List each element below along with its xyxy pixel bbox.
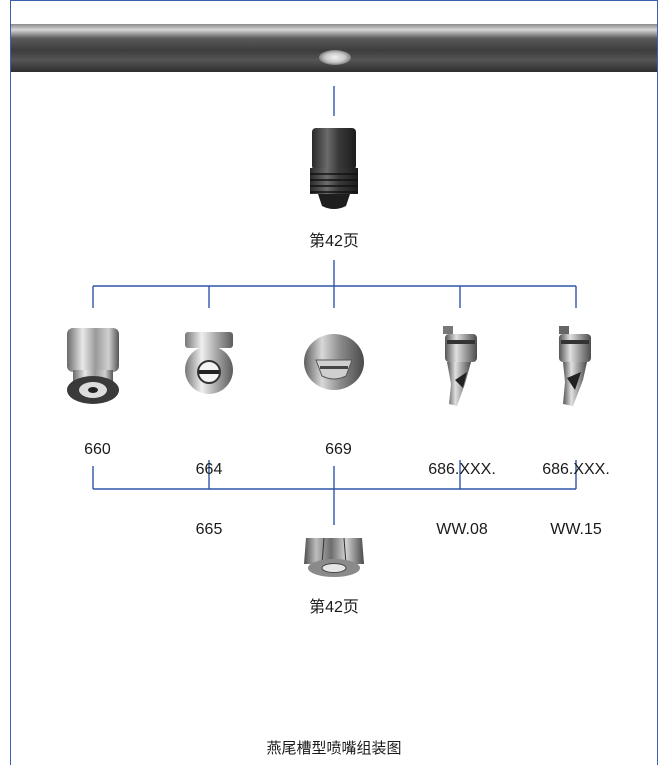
nozzle-686-15-suffix: WW.15 [534,520,618,540]
nozzle-665-code: 665 [174,520,244,540]
dovetail-nozzle-icon [551,322,597,412]
round-nozzle-icon [63,324,123,408]
diagram-caption: 燕尾槽型喷嘴组装图 [0,737,668,758]
nozzle-669-label: 669 [299,420,369,460]
nozzle-686-08-label: 686.XXX. WW.08 [420,420,504,560]
dovetail-nozzle-icon [437,322,483,412]
nozzle-660-label: 660 [58,420,128,460]
nozzle-686-08-suffix: WW.08 [420,520,504,540]
cap-nut-icon [300,530,368,580]
nozzle-686-08-code: 686.XXX. [420,460,504,480]
nozzle-664-code: 664 [174,460,244,480]
nozzle-664-label: 664 665 [174,420,244,560]
top-page-ref: 第42页 [294,232,374,252]
nozzle-660-code: 660 [84,441,111,458]
bottom-page-ref: 第42页 [294,598,374,618]
flat-nozzle-icon [181,330,237,396]
nozzle-686-15-label: 686.XXX. WW.15 [534,420,618,560]
adapter-icon [306,124,362,214]
nozzle-686-15-code: 686.XXX. [534,460,618,480]
fan-nozzle-icon [302,332,366,394]
nozzle-669-code: 669 [325,441,352,458]
